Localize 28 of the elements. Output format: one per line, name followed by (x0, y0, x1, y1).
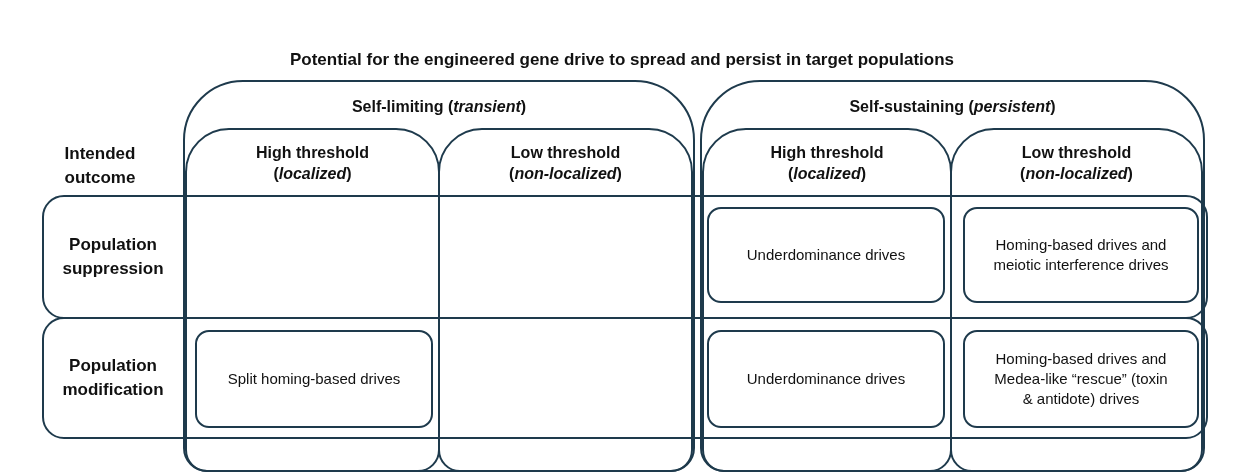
row-band (42, 317, 1208, 439)
cell-box (963, 207, 1199, 303)
row-axis-heading: Intended outcome (63, 143, 137, 189)
row-band (42, 195, 1208, 319)
column-group-box (700, 80, 1205, 472)
column-group-box (183, 80, 695, 472)
column-header-box (185, 128, 440, 472)
cell-box (707, 207, 945, 303)
row-heading: Population modification (61, 355, 165, 401)
column-header-box (950, 128, 1203, 472)
cell-text: Split homing-based drives (226, 369, 402, 389)
row-heading: Population suppression (61, 234, 165, 280)
cell-text: Underdominance drives (745, 369, 907, 389)
column-heading: Low threshold (non-localized) (1019, 143, 1134, 184)
cell-box (963, 330, 1199, 428)
column-heading: High threshold (localized) (255, 143, 370, 184)
cell-text: Homing-based drives and Medea-like “rescue” (toxin & antidote) drives (993, 349, 1169, 409)
cell-text: Underdominance drives (745, 245, 907, 265)
column-group-heading: Self-sustaining (persistent) (848, 97, 1057, 117)
cell-box (707, 330, 945, 428)
column-header-box (438, 128, 693, 472)
column-group-heading: Self-limiting (transient) (350, 97, 528, 117)
column-heading: High threshold (localized) (769, 143, 885, 184)
cell-text: Homing-based drives and meiotic interference drives (992, 235, 1170, 275)
column-header-box (702, 128, 952, 472)
column-heading: Low threshold (non-localized) (508, 143, 623, 184)
diagram-title: Potential for the engineered gene drive to spread and persist in target populations (288, 50, 956, 70)
cell-box (195, 330, 433, 428)
